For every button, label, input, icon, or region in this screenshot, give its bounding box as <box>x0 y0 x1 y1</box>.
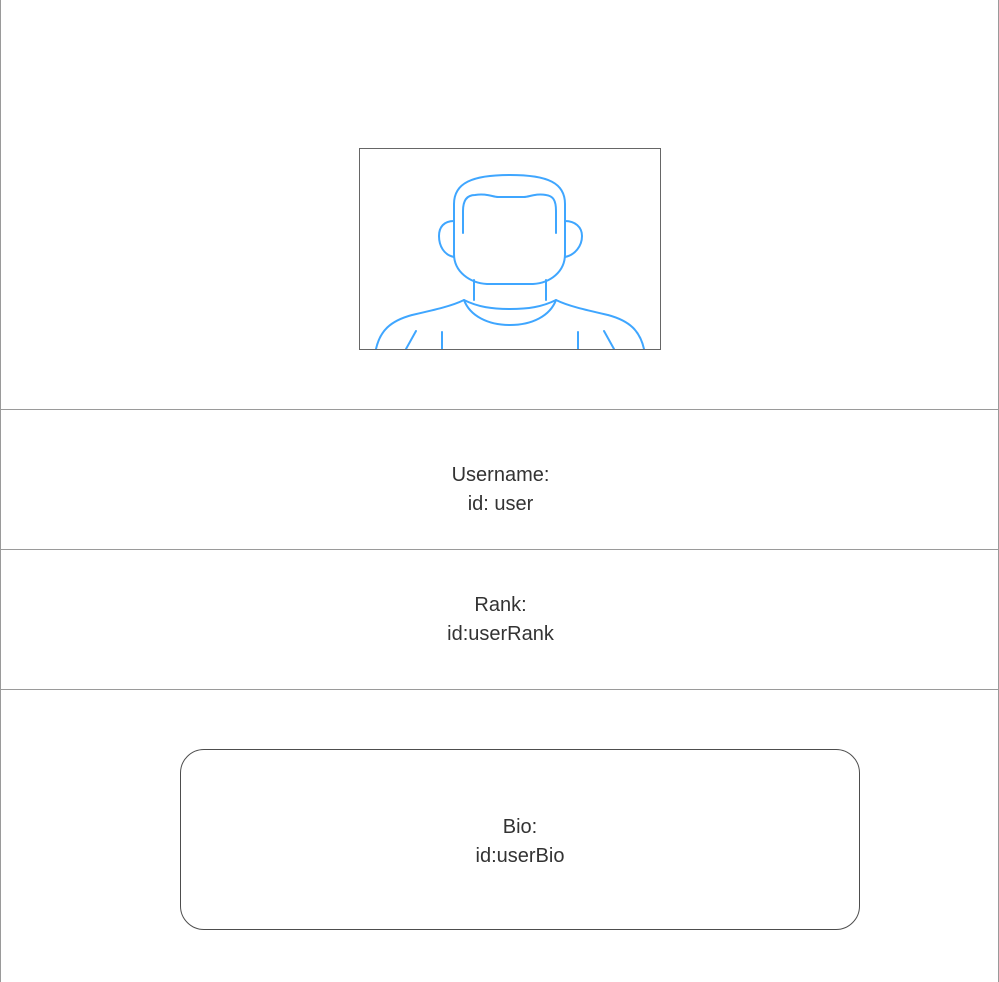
rank-label: Rank: <box>474 594 527 616</box>
user-avatar-icon <box>375 174 645 349</box>
rank-field: Rank: id:userRank <box>1 591 999 649</box>
rank-section: Rank: id:userRank <box>1 549 999 689</box>
bio-section: Bio: id:userBio <box>1 689 999 982</box>
username-id: id: user <box>467 493 534 515</box>
username-label: Username: <box>451 464 550 486</box>
rank-id: id:userRank <box>447 623 554 645</box>
username-field: Username: id: user <box>1 461 999 519</box>
bio-box: Bio: id:userBio <box>180 749 860 930</box>
bio-id: id:userBio <box>475 845 565 867</box>
bio-field: Bio: id:userBio <box>181 813 859 871</box>
bio-label: Bio: <box>502 816 538 838</box>
avatar-section <box>1 0 999 409</box>
avatar-frame <box>359 148 661 350</box>
username-section: Username: id: user <box>1 409 999 549</box>
